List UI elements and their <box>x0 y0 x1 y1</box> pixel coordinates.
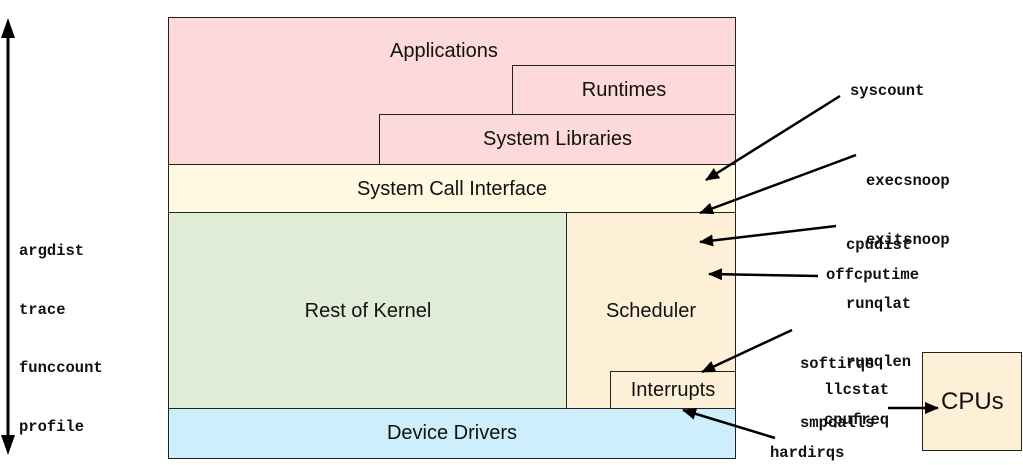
tool-llcstat: llcstat <box>824 381 890 399</box>
tool-cpudist: cpudist <box>846 236 912 254</box>
snoop-tools-list: execsnoop exitsnoop <box>866 133 950 270</box>
irq-tools-list: softirqs smpcalls <box>800 316 874 453</box>
tool-softirqs: softirqs <box>800 355 875 373</box>
tool-runqlen: runqlen <box>846 353 912 371</box>
system-libraries-layer: System Libraries <box>379 114 736 165</box>
tool-trace: trace <box>19 300 66 319</box>
tool-smpcalls: smpcalls <box>800 413 875 432</box>
vertical-arrow-bottom-head <box>1 435 15 455</box>
runtimes-layer: Runtimes <box>512 65 736 116</box>
tool-funccount: funccount <box>19 359 103 377</box>
applications-label: Applications <box>390 40 498 62</box>
tool-profile: profile <box>19 417 85 436</box>
tool-cpufreq: cpufreq <box>824 411 890 429</box>
tool-syscount: syscount <box>850 82 925 100</box>
vertical-arrow-top-head <box>1 18 15 38</box>
system-call-interface-label: System Call Interface <box>356 177 548 200</box>
left-tools-list: argdist trace funccount profile <box>19 203 103 457</box>
tool-offcputime: offcputime <box>826 266 920 284</box>
sched-tools-list: cpudist runqlat runqlen <box>846 197 911 392</box>
cpus-label: CPUs <box>941 387 1004 415</box>
tool-argdist: argdist <box>19 242 85 260</box>
system-libraries-label: System Libraries <box>483 128 632 150</box>
scheduler-label: Scheduler <box>605 299 697 322</box>
system-call-interface-layer: System Call Interface <box>168 164 736 214</box>
interrupts-label: Interrupts <box>630 379 716 401</box>
tool-exitsnoop: exitsnoop <box>866 230 950 249</box>
tool-hardirqs: hardirqs <box>770 444 845 462</box>
rest-of-kernel-layer: Rest of Kernel <box>168 212 568 410</box>
cpus-box: CPUs <box>922 352 1022 451</box>
device-drivers-layer: Device Drivers <box>168 408 736 459</box>
rest-of-kernel-label: Rest of Kernel <box>304 299 432 322</box>
tool-execsnoop: execsnoop <box>866 172 950 190</box>
device-drivers-label: Device Drivers <box>386 422 518 444</box>
tool-runqlat: runqlat <box>846 294 912 313</box>
runtimes-label: Runtimes <box>581 79 667 101</box>
interrupts-layer: Interrupts <box>610 371 736 410</box>
